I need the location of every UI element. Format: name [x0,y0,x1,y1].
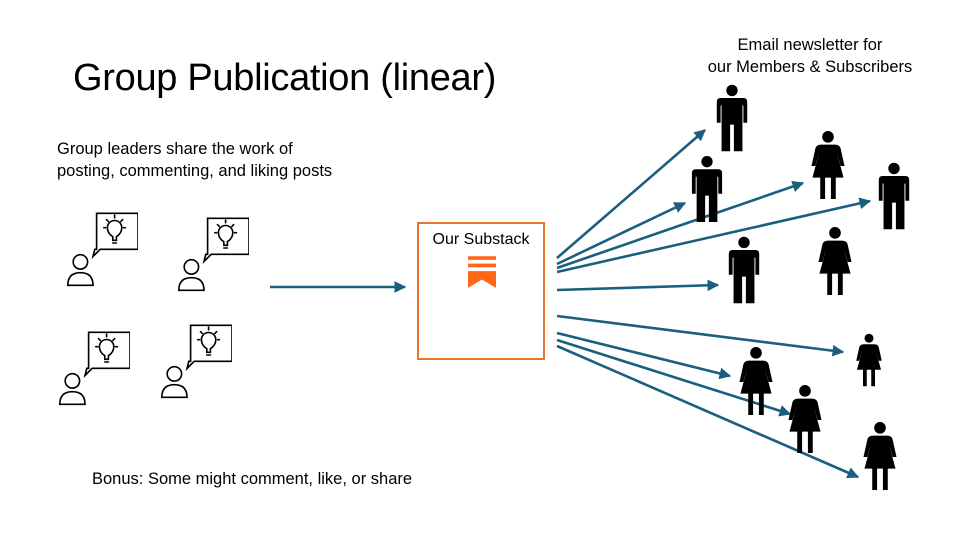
recipient-woman-icon [818,227,852,295]
bonus-note: Bonus: Some might comment, like, or shar… [92,470,413,488]
leaders-description-line-2: posting, commenting, and liking posts [57,162,333,180]
recipient-woman-icon [739,347,773,415]
leader-3-icon [58,331,130,406]
substack-logo-icon [468,256,496,288]
leader-4-icon [160,324,232,399]
leaders-description: Group leaders share the work of posting,… [57,138,332,182]
leader-1-icon [66,212,138,287]
recipient-woman-icon [788,385,822,453]
recipient-man-icon [728,236,760,304]
page-title: Group Publication (linear) [73,57,497,99]
substack-box: Our Substack [417,222,545,360]
leaders-description-line-1: Group leaders share the work of [57,140,293,158]
recipient-woman-icon [856,333,882,387]
recipient-man-icon [716,84,748,152]
recipient-woman-icon [863,422,897,490]
substack-label: Our Substack [432,231,530,248]
recipient-woman-icon [811,131,845,199]
newsletter-description: Email newsletter for our Members & Subsc… [690,34,930,78]
newsletter-description-line-1: Email newsletter for [737,36,883,54]
recipient-man-icon [878,162,910,230]
leader-2-icon [177,217,249,292]
newsletter-description-line-2: our Members & Subscribers [707,58,913,76]
distribution-arrows [556,129,872,479]
